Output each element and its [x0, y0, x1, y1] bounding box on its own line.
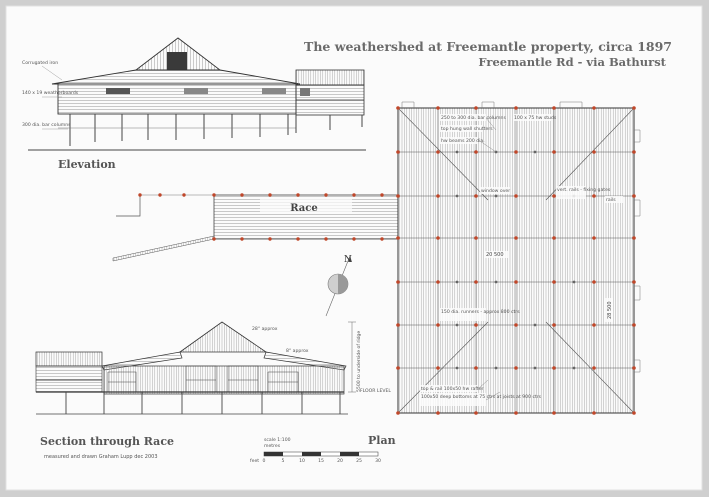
note-vertical-rails: vert. rails - fixing gates — [557, 187, 611, 193]
scale-tick-6: 30 — [375, 458, 381, 464]
dimension-length: 28 500 — [607, 302, 613, 320]
scale-tick-2: 10 — [299, 458, 305, 464]
elevation-view: Corrugated iron 140 x 19 weatherboards 3… — [22, 37, 366, 171]
drawing-subtitle: Freemantle Rd - via Bathurst — [478, 55, 666, 69]
note-weatherboards: 140 x 19 weatherboards — [22, 90, 79, 96]
view-title-elevation: Elevation — [58, 158, 116, 171]
note-top-rail: top & rail 100x50 hw rafter — [421, 386, 484, 392]
gable-opening — [167, 52, 187, 70]
north-arrow: N — [325, 255, 352, 317]
scale-tick-5: 25 — [356, 458, 362, 464]
roof-pitch-8: 8° approx — [286, 348, 309, 354]
view-title-section: Section through Race — [40, 435, 174, 448]
scale-label: scale 1:100 — [264, 437, 291, 443]
race-plan: Race — [112, 193, 399, 262]
note-studs: 100 x 75 hw studs — [514, 115, 557, 121]
scale-tick-3: 15 — [318, 458, 324, 464]
note-bar-columns: 300 dia. bar columns — [22, 122, 71, 128]
note-shutters: top hung wall shutters — [441, 126, 493, 132]
note-runners: 150 dia. runners - approx 800 ctrs — [441, 309, 520, 315]
floor-level-label: FLOOR LEVEL — [360, 388, 391, 394]
scale-unit-feet: feet — [250, 458, 259, 464]
roof-pitch-28: 28° approx — [252, 326, 278, 332]
section-view: 5500 to underside of ridge FLOOR LEVEL 2… — [35, 321, 391, 448]
note-beams: hw beams 200 dia. — [441, 138, 485, 144]
note-corrugated-iron: Corrugated iron — [22, 60, 58, 66]
dimension-width: 20 500 — [486, 252, 504, 258]
scale-bar: scale 1:100 metres 0 5 10 15 20 25 30 fe… — [250, 437, 381, 464]
scale-tick-0: 0 — [263, 458, 266, 464]
drawing-title: The weathershed at Freemantle property, … — [304, 39, 672, 54]
scale-tick-1: 5 — [282, 458, 285, 464]
note-bottom-rail: 100x50 deep bottoms at 75 ctrs at joists… — [421, 394, 542, 400]
scale-tick-4: 20 — [337, 458, 343, 464]
north-label: N — [344, 255, 352, 265]
race-label: Race — [290, 203, 317, 214]
drawing-credit: measured and drawn Graham Lupp dec 2003 — [44, 454, 158, 460]
view-title-plan: Plan — [368, 434, 396, 447]
height-dimension: 5500 to underside of ridge — [356, 331, 362, 392]
note-rails: rails — [606, 197, 616, 203]
note-columns: 250 to 300 dia. bar columns — [441, 115, 506, 121]
note-window: window over — [481, 188, 510, 194]
scale-unit-metres: metres — [264, 443, 281, 449]
plan-view: 250 to 300 dia. bar columns 100 x 75 hw … — [368, 101, 641, 447]
